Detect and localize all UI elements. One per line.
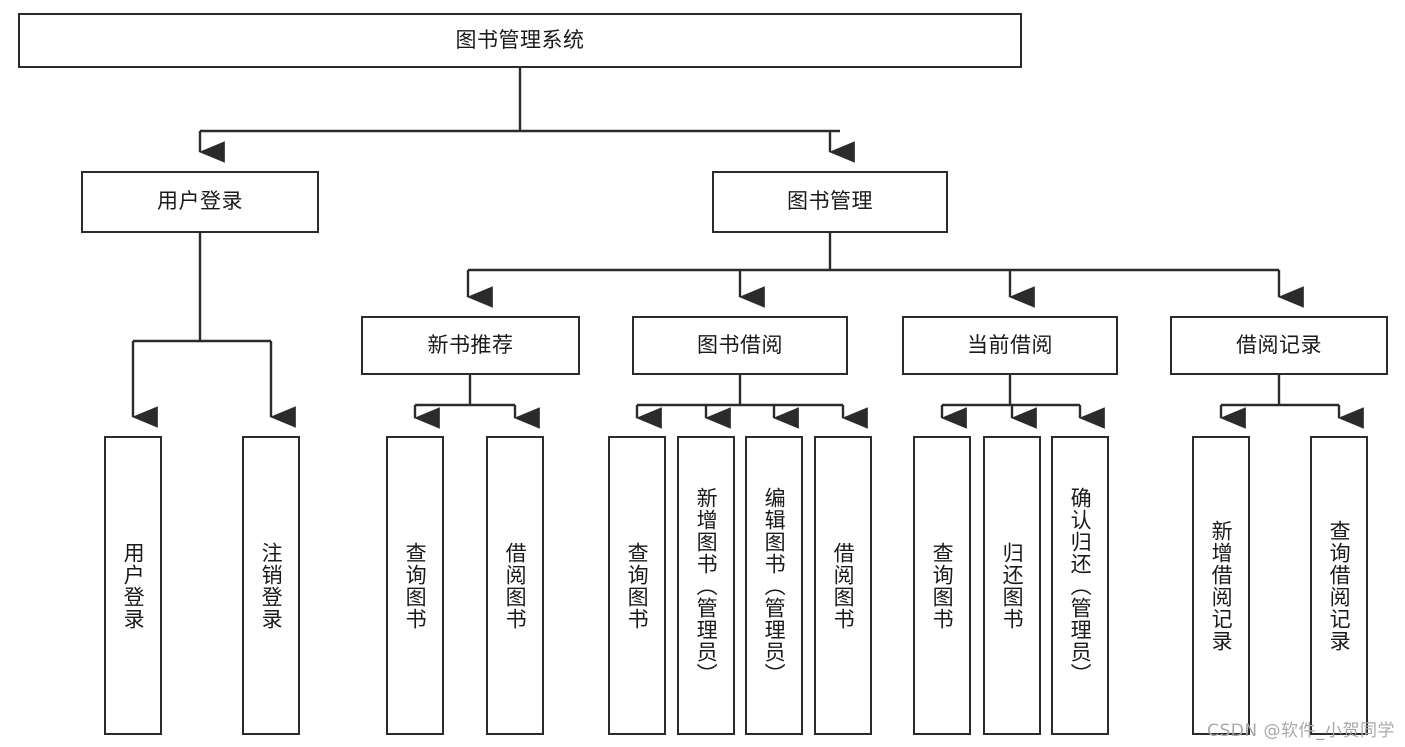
- node-leaf-confirm-return-admin[interactable]: 确认归还（管理员）: [1051, 436, 1109, 735]
- node-leaf-borrow-books[interactable]: 借阅图书: [814, 436, 872, 735]
- node-leaf-label: 查询借阅记录: [1327, 519, 1352, 652]
- node-leaf-edit-book-admin[interactable]: 编辑图书（管理员）: [745, 436, 803, 735]
- node-leaf-label: 注销登录: [259, 541, 284, 630]
- node-leaf-add-book-admin[interactable]: 新增图书（管理员）: [677, 436, 735, 735]
- edges-bookmgmt-to-level3: [466, 233, 1304, 308]
- node-leaf-label: 归还图书: [1000, 541, 1025, 630]
- watermark-text: CSDN @软件_小贺同学: [1207, 721, 1395, 741]
- node-leaf-label: 查询图书: [625, 541, 650, 630]
- node-book-management[interactable]: 图书管理: [712, 171, 948, 233]
- node-leaf-label: 借阅图书: [503, 541, 528, 630]
- node-new-book-recommend[interactable]: 新书推荐: [361, 316, 580, 375]
- node-leaf-label: 新增图书（管理员）: [694, 486, 719, 685]
- edges-records-to-leaves: [1219, 375, 1364, 429]
- node-leaf-query-borrow-record[interactable]: 查询借阅记录: [1310, 436, 1368, 735]
- node-leaf-query-books-borrow[interactable]: 查询图书: [608, 436, 666, 735]
- edges-current-to-leaves: [940, 375, 1105, 429]
- node-leaf-label: 借阅图书: [831, 541, 856, 630]
- node-borrow-records-label: 借阅记录: [1236, 332, 1322, 357]
- node-leaf-query-books-recommend[interactable]: 查询图书: [386, 436, 444, 735]
- node-user-login-label: 用户登录: [157, 189, 243, 214]
- node-leaf-label: 查询图书: [930, 541, 955, 630]
- node-root[interactable]: 图书管理系统: [18, 13, 1022, 68]
- edges-newbooks-to-leaves: [413, 375, 540, 429]
- node-leaf-logout[interactable]: 注销登录: [242, 436, 300, 735]
- node-leaf-label: 编辑图书（管理员）: [762, 486, 787, 685]
- node-book-borrow-label: 图书借阅: [697, 332, 783, 357]
- node-book-management-label: 图书管理: [787, 189, 873, 214]
- node-leaf-user-login[interactable]: 用户登录: [104, 436, 162, 735]
- node-leaf-label: 确认归还（管理员）: [1068, 486, 1093, 685]
- node-leaf-label: 用户登录: [121, 541, 146, 630]
- node-root-label: 图书管理系统: [455, 27, 585, 52]
- node-leaf-query-books-current[interactable]: 查询图书: [913, 436, 971, 735]
- edges-root-to-level2: [198, 68, 855, 163]
- node-leaf-borrow-books-recommend[interactable]: 借阅图书: [486, 436, 544, 735]
- node-book-borrow[interactable]: 图书借阅: [632, 316, 848, 375]
- node-leaf-label: 查询图书: [403, 541, 428, 630]
- node-current-borrow-label: 当前借阅: [967, 332, 1053, 357]
- node-leaf-return-books[interactable]: 归还图书: [983, 436, 1041, 735]
- edges-userlogin-to-leaves: [131, 233, 296, 428]
- node-borrow-records[interactable]: 借阅记录: [1170, 316, 1388, 375]
- node-leaf-add-borrow-record[interactable]: 新增借阅记录: [1192, 436, 1250, 735]
- node-new-book-recommend-label: 新书推荐: [427, 332, 514, 357]
- node-leaf-label: 新增借阅记录: [1209, 519, 1234, 652]
- node-user-login[interactable]: 用户登录: [81, 171, 319, 233]
- node-current-borrow[interactable]: 当前借阅: [902, 316, 1118, 375]
- edges-borrow-to-leaves: [635, 375, 868, 429]
